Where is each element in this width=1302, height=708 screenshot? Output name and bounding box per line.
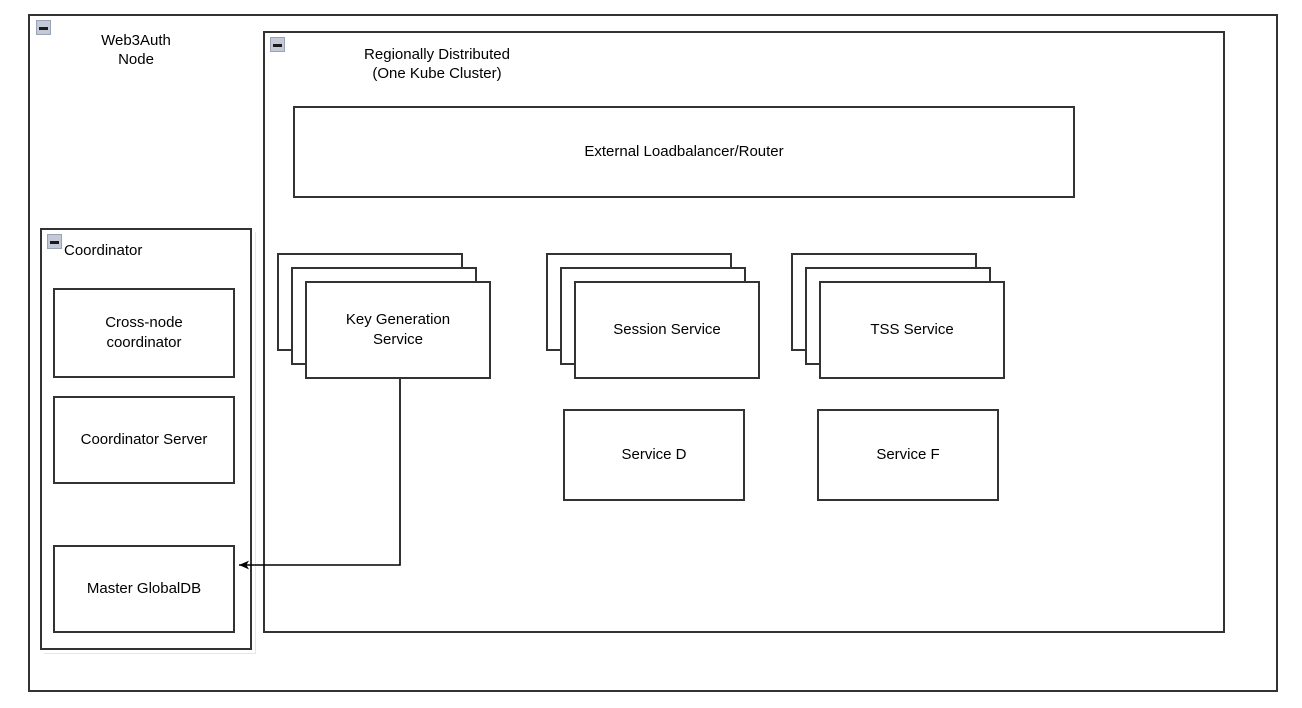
key-generation-service-layer-front[interactable]: Key Generation Service [305,281,491,379]
master-globaldb-box[interactable]: Master GlobalDB [53,545,235,633]
coordinator-server-label: Coordinator Server [80,431,208,448]
cross-node-coordinator-label: Cross-node coordinator [105,314,183,351]
master-globaldb-label: Master GlobalDB [86,580,202,597]
coordinator-label: Coordinator [64,242,143,259]
tss-service-stack[interactable]: TSS Service [791,253,1005,379]
coordinator-server-box[interactable]: Coordinator Server [53,396,235,484]
key-generation-service-stack[interactable]: Key Generation Service [277,253,491,379]
service-d-label: Service D [621,446,687,463]
coordinator-collapse-icon[interactable] [47,234,62,249]
key-generation-service-label: Key Generation Service [345,311,451,348]
external-loadbalancer-box[interactable]: External Loadbalancer/Router [293,106,1075,198]
region-label: Regionally Distributed (One Kube Cluster… [364,46,510,82]
session-service-layer-front[interactable]: Session Service [574,281,760,379]
external-loadbalancer-label: External Loadbalancer/Router [584,143,784,160]
tss-service-label: TSS Service [870,321,954,338]
session-service-label: Session Service [613,321,721,338]
service-f-box[interactable]: Service F [817,409,999,501]
cross-node-coordinator-box[interactable]: Cross-node coordinator [53,288,235,378]
web3auth-node-collapse-icon[interactable] [36,20,51,35]
service-d-box[interactable]: Service D [563,409,745,501]
region-collapse-icon[interactable] [270,37,285,52]
session-service-stack[interactable]: Session Service [546,253,760,379]
service-f-label: Service F [876,446,940,463]
tss-service-layer-front[interactable]: TSS Service [819,281,1005,379]
web3auth-node-label: Web3Auth Node [101,32,171,68]
